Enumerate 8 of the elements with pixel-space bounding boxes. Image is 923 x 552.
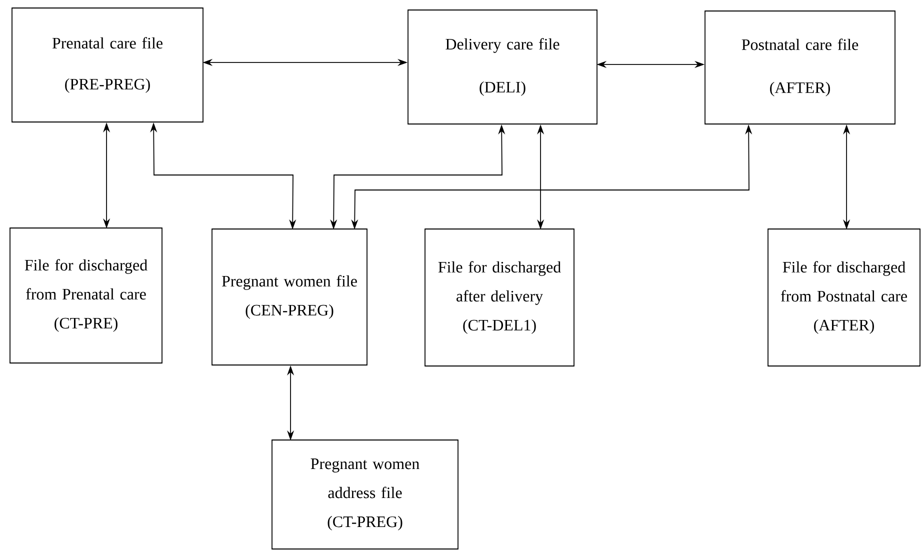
file-box: Prenatal care file (PRE-PREG) bbox=[12, 8, 204, 122]
file-box: Pregnant women address file (CT-PREG) bbox=[272, 440, 458, 550]
file-box: Pregnant women file (CEN-PREG) bbox=[212, 228, 368, 366]
file-box: File for discharged after delivery (CT-DEL1) bbox=[424, 228, 574, 366]
file-box: Delivery care file (DELI) bbox=[408, 10, 598, 124]
file-box: File for discharged from Prenatal care (CT-PRE) bbox=[10, 228, 162, 364]
file-box: File for discharged from Postnatal care (AFTER) bbox=[768, 228, 920, 366]
file-box: Postnatal care file (AFTER) bbox=[704, 10, 896, 124]
